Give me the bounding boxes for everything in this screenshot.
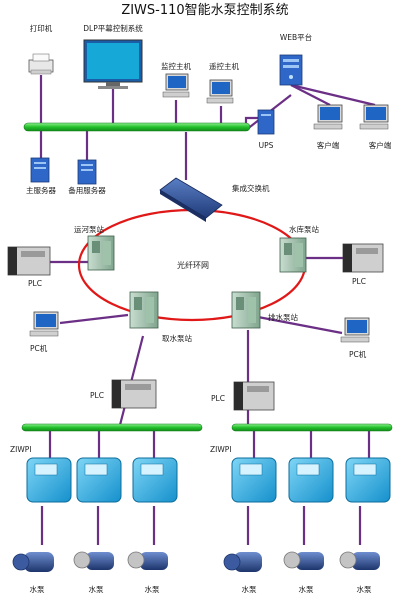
ziwp-controller-icon: [288, 457, 334, 503]
ziwp-controller-icon: [26, 457, 72, 503]
pc-right-link: [257, 315, 343, 335]
monitor-host-icon: [162, 73, 190, 98]
client-2-icon: [359, 104, 389, 130]
ziwp-right-label: ZIWPI: [210, 445, 232, 454]
ziwp-controller-icon: [132, 457, 178, 503]
ziwp-controller-icon: [76, 457, 122, 503]
dlp-label: DLP平幕控制系统: [83, 23, 143, 33]
client-1-label: 客户端: [317, 140, 340, 150]
dlp-monitor-icon: [83, 39, 143, 89]
water-pump-icon: [73, 551, 114, 570]
water-pump-icon: [12, 552, 54, 572]
plc-bottom-right-icon: [233, 381, 275, 411]
web-server-icon: [279, 54, 303, 86]
remote-host-icon: [206, 79, 234, 104]
station-reservoir-label: 水库泵站: [289, 224, 319, 234]
backup-server-label: 备用服务器: [68, 185, 106, 195]
water-pump-icon: [283, 551, 324, 570]
plc-left-icon: [7, 246, 51, 276]
water-pump-icon: [339, 551, 380, 570]
plc-right-icon: [342, 243, 384, 273]
pump-label: 水泵: [30, 584, 45, 594]
network-links: [39, 75, 376, 545]
station-intake-label: 取水泵站: [162, 333, 192, 343]
monitor-host-label: 监控主机: [161, 61, 191, 71]
web-label: WEB平台: [280, 32, 312, 42]
right-field-bus: [231, 423, 393, 432]
main-bus: [23, 122, 251, 132]
station-canal-label: 运河泵站: [74, 224, 104, 234]
switch-label: 集成交换机: [232, 183, 270, 193]
station-drainage-icon: [231, 291, 261, 329]
remote-host-label: 遥控主机: [209, 61, 239, 71]
pc-left-link: [59, 313, 129, 325]
printer-icon: [28, 53, 54, 75]
backup-server-icon: [77, 159, 97, 185]
station-reservoir-icon: [279, 237, 307, 273]
ring-label: 光纤环网: [177, 260, 209, 270]
pump-label: 水泵: [145, 584, 160, 594]
switch-icon: [159, 177, 223, 222]
station-intake-icon: [129, 291, 159, 329]
main-server-icon: [30, 157, 50, 183]
ups-icon: [257, 109, 275, 135]
printer-label: 打印机: [30, 23, 53, 33]
plc-bottom-left-icon: [111, 379, 157, 409]
water-pump-icon: [127, 551, 168, 570]
station-canal-icon: [87, 235, 115, 271]
pc-right-label: PC机: [349, 349, 367, 359]
client-2-link: [290, 83, 376, 107]
pump-label: 水泵: [242, 584, 257, 594]
ups-label: UPS: [259, 141, 274, 150]
pump-label: 水泵: [89, 584, 104, 594]
client-1-link: [290, 84, 331, 106]
pump-label: 水泵: [299, 584, 314, 594]
pc-right-icon: [340, 317, 370, 343]
water-pump-icon: [223, 552, 262, 572]
pc-left-label: PC机: [30, 343, 48, 353]
plc-bottom-left-label: PLC: [90, 391, 104, 400]
pump-label: 水泵: [357, 584, 372, 594]
client-2-label: 客户端: [369, 140, 392, 150]
pc-left-icon: [29, 311, 59, 337]
ziwp-controller-icon: [231, 457, 277, 503]
main-server-label: 主服务器: [26, 185, 56, 195]
ziwp-left-label: ZIWPI: [10, 445, 32, 454]
station-drainage-label: 排水泵站: [268, 312, 298, 322]
plc-left-label: PLC: [28, 279, 42, 288]
diagram-title: ZIWS-110智能水泵控制系统: [121, 3, 288, 18]
ziwp-controller-icon: [345, 457, 391, 503]
ups-link: [244, 116, 258, 124]
plc-right-label: PLC: [352, 277, 366, 286]
client-1-icon: [313, 104, 343, 130]
left-field-bus: [21, 423, 203, 432]
plc-bottom-right-label: PLC: [211, 394, 225, 403]
